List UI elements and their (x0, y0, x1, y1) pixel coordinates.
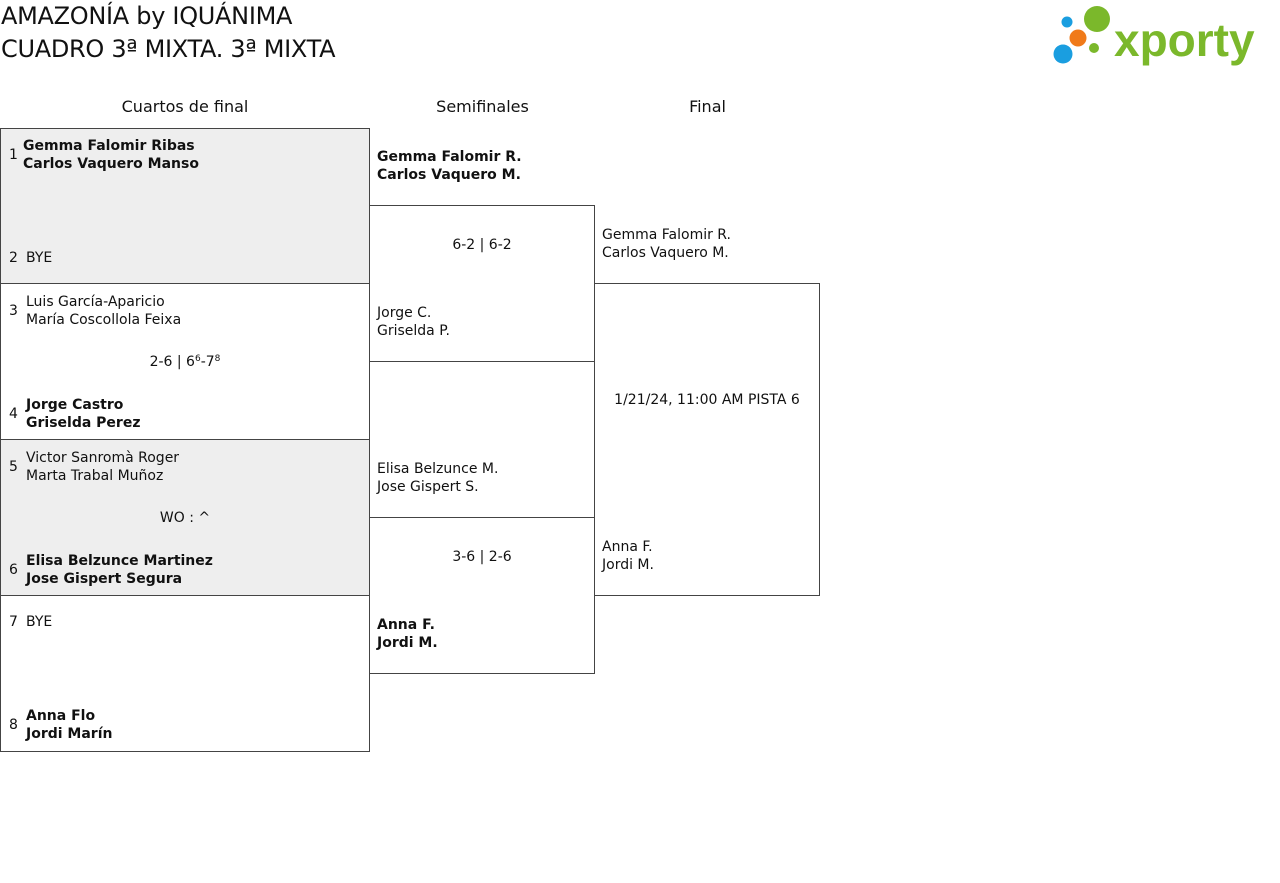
seed-number: 2 (9, 250, 18, 266)
xporty-logo[interactable]: xporty (1050, 4, 1276, 68)
player-name: Carlos Vaquero M. (602, 245, 729, 261)
player-name: Jordi M. (602, 557, 654, 573)
match-score: 6-2 | 6-2 (452, 237, 512, 253)
logo-text: xporty (1114, 14, 1255, 66)
player-name: Gemma Falomir R. (602, 227, 731, 243)
column-header-semifinals: Semifinales (436, 97, 529, 116)
player-name: Elisa Belzunce M. (377, 461, 499, 477)
player-name: Jose Gispert S. (377, 479, 479, 495)
player-name: BYE (26, 250, 53, 266)
player-name: Anna F. (602, 539, 653, 555)
player-name: María Coscollola Feixa (26, 312, 182, 328)
seed-number: 8 (9, 717, 18, 733)
tournament-title: AMAZONÍA by IQUÁNIMA (1, 2, 293, 30)
player-name: Luis García-Aparicio (26, 294, 165, 310)
semifinal-match-2[interactable]: 3-6 | 2-6 Anna F. Jordi M. (369, 517, 595, 674)
player-name: Elisa Belzunce Martinez (26, 553, 213, 569)
player-name: Gemma Falomir Ribas (23, 138, 195, 154)
player-name: Carlos Vaquero M. (377, 167, 521, 183)
team-2[interactable]: BYE (26, 249, 52, 267)
team-5[interactable]: Victor Sanromà Roger Marta Trabal Muñoz (26, 449, 179, 485)
team-4[interactable]: Jorge Castro Griselda Perez (26, 396, 140, 432)
seed-number: 7 (9, 614, 18, 630)
team-6[interactable]: Elisa Belzunce Martinez Jose Gispert Seg… (26, 552, 213, 588)
player-name: BYE (26, 614, 53, 630)
semifinal-match-1[interactable]: 6-2 | 6-2 Jorge C. Griselda P. (369, 205, 595, 362)
player-name: Jorge C. (377, 305, 432, 321)
seed-number: 4 (9, 406, 18, 422)
player-name: Marta Trabal Muñoz (26, 468, 164, 484)
seed-number: 5 (9, 459, 18, 475)
team-3[interactable]: Luis García-Aparicio María Coscollola Fe… (26, 293, 181, 329)
team-8[interactable]: Anna Flo Jordi Marín (26, 707, 112, 743)
final-team-bottom[interactable]: Anna F. Jordi M. (602, 538, 654, 574)
column-header-final: Final (689, 97, 726, 116)
player-name: Jordi M. (377, 635, 438, 651)
match-score: 2-6 | 66-78 (149, 354, 221, 370)
quarterfinal-match-3[interactable]: 5 Victor Sanromà Roger Marta Trabal Muño… (0, 439, 370, 596)
draw-title: CUADRO 3ª MIXTA. 3ª MIXTA (1, 35, 336, 63)
seed-number: 3 (9, 303, 18, 319)
semifinal-1-team-bottom[interactable]: Jorge C. Griselda P. (377, 304, 450, 340)
player-name: Jose Gispert Segura (26, 571, 183, 587)
quarterfinal-match-4[interactable]: 7 BYE 8 Anna Flo Jordi Marín (0, 595, 370, 752)
player-name: Gemma Falomir R. (377, 149, 522, 165)
player-name: Jorge Castro (26, 397, 124, 413)
team-7[interactable]: BYE (26, 613, 52, 631)
quarterfinal-match-1[interactable]: 1 Gemma Falomir Ribas Carlos Vaquero Man… (0, 128, 370, 284)
quarterfinal-match-2[interactable]: 3 Luis García-Aparicio María Coscollola … (0, 283, 370, 440)
match-score: WO : ^ (159, 510, 211, 526)
semifinal-1-team-top[interactable]: Gemma Falomir R. Carlos Vaquero M. (377, 148, 522, 184)
player-name: Jordi Marín (26, 726, 113, 742)
seed-number: 6 (9, 562, 18, 578)
player-name: Carlos Vaquero Manso (23, 156, 199, 172)
xporty-logo-icon: xporty (1053, 6, 1255, 66)
match-score: 3-6 | 2-6 (452, 549, 512, 565)
final-match[interactable]: 1/21/24, 11:00 AM PISTA 6 Anna F. Jordi … (594, 283, 820, 596)
player-name: Anna Flo (26, 708, 96, 724)
match-schedule: 1/21/24, 11:00 AM PISTA 6 (614, 392, 800, 408)
player-name: Griselda P. (377, 323, 450, 339)
semifinal-2-team-top[interactable]: Elisa Belzunce M. Jose Gispert S. (377, 460, 498, 496)
column-header-quarterfinals: Cuartos de final (121, 97, 249, 116)
team-1[interactable]: Gemma Falomir Ribas Carlos Vaquero Manso (23, 137, 199, 173)
player-name: Griselda Perez (26, 415, 141, 431)
seed-number: 1 (9, 147, 18, 163)
final-team-top[interactable]: Gemma Falomir R. Carlos Vaquero M. (602, 226, 731, 262)
semifinal-2-team-bottom[interactable]: Anna F. Jordi M. (377, 616, 438, 652)
player-name: Anna F. (377, 617, 435, 633)
player-name: Victor Sanromà Roger (26, 450, 180, 466)
